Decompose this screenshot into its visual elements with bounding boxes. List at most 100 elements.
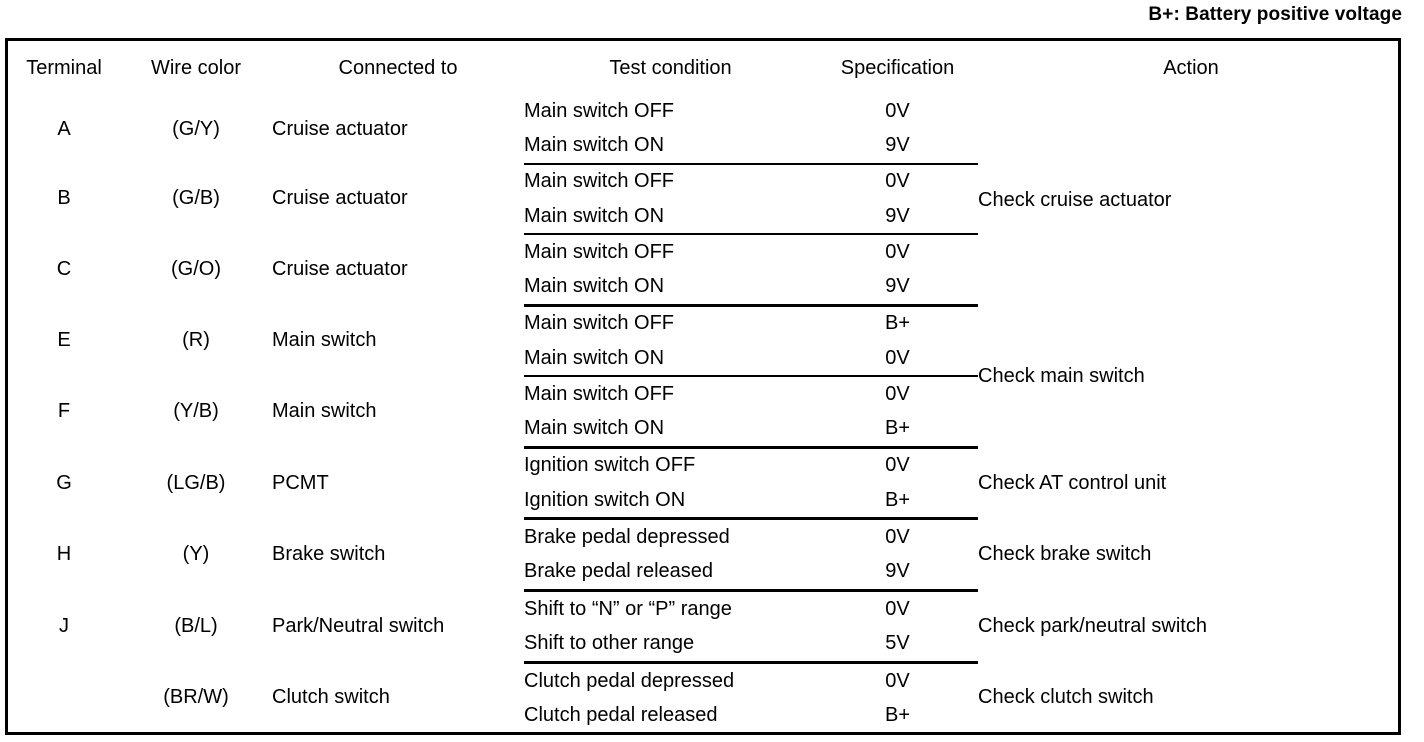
cell-specification: 9V bbox=[817, 198, 978, 236]
cell-action: Check park/neutral switch bbox=[978, 591, 1404, 663]
cell-wire-color: (Y) bbox=[120, 519, 272, 591]
connected-to-label: Cruise actuator bbox=[272, 187, 408, 210]
cell-action: Check main switch bbox=[978, 305, 1404, 447]
table-row: Shift to other range 5V bbox=[8, 626, 1404, 664]
cell-specification: 0V bbox=[817, 95, 978, 129]
specification-label: B+ bbox=[884, 416, 911, 439]
connected-to-label: Main switch bbox=[272, 400, 377, 423]
wire-color-label: (G/Y) bbox=[172, 117, 220, 140]
cell-connected-to: Main switch bbox=[272, 376, 524, 447]
cell-test-condition: Brake pedal released bbox=[524, 554, 817, 593]
specification-label: 0V bbox=[885, 526, 910, 549]
cell-connected-to: Main switch bbox=[272, 305, 524, 376]
table-header: Terminal Wire color Connected to Test co… bbox=[8, 41, 1404, 95]
test-condition-label: Main switch ON bbox=[524, 204, 665, 227]
table-row: Main switch ON B+ bbox=[8, 411, 1404, 449]
test-condition-label: Shift to other range bbox=[524, 632, 695, 655]
cell-wire-color: (LG/B) bbox=[120, 447, 272, 519]
table-row: Main switch ON 0V bbox=[8, 340, 1404, 378]
connected-to-label: Park/Neutral switch bbox=[272, 615, 445, 638]
cell-wire-color: (G/Y) bbox=[120, 95, 272, 164]
cell-specification: 0V bbox=[817, 447, 978, 483]
cell-test-condition: Brake pedal depressed bbox=[524, 519, 817, 555]
specification-label: 9V bbox=[885, 204, 910, 227]
header-row: Terminal Wire color Connected to Test co… bbox=[8, 41, 1404, 95]
test-condition-label: Ignition switch ON bbox=[524, 488, 686, 511]
cell-test-condition: Shift to “N” or “P” range bbox=[524, 591, 817, 627]
specification-label: 0V bbox=[885, 100, 910, 123]
terminal-label: F bbox=[57, 400, 71, 423]
cell-terminal: A bbox=[8, 95, 120, 164]
cell-specification: B+ bbox=[817, 411, 978, 449]
specification-label: 0V bbox=[885, 346, 910, 369]
cell-specification: 5V bbox=[817, 626, 978, 664]
column-header-connected-to: Connected to bbox=[338, 56, 458, 79]
wire-color-label: (R) bbox=[182, 329, 210, 352]
specification-label: B+ bbox=[884, 488, 911, 511]
cell-action: Check cruise actuator bbox=[978, 95, 1404, 305]
table-row: Clutch pedal released B+ bbox=[8, 698, 1404, 732]
terminal-test-table-container: Terminal Wire color Connected to Test co… bbox=[5, 38, 1401, 735]
cell-terminal: H bbox=[8, 519, 120, 591]
wire-color-label: (G/O) bbox=[171, 258, 221, 281]
wire-color-label: (G/B) bbox=[172, 187, 220, 210]
column-header-wire-color: Wire color bbox=[150, 56, 241, 79]
cell-connected-to: Clutch switch bbox=[272, 662, 524, 732]
specification-label: B+ bbox=[884, 312, 911, 335]
cell-specification: 0V bbox=[817, 662, 978, 698]
action-label: Check AT control unit bbox=[978, 471, 1167, 494]
action-label: Check cruise actuator bbox=[978, 188, 1172, 211]
cell-action: Check clutch switch bbox=[978, 662, 1404, 732]
cell-wire-color: (G/O) bbox=[120, 234, 272, 305]
specification-label: 9V bbox=[885, 134, 910, 157]
legend-note: B+: Battery positive voltage bbox=[1148, 4, 1402, 25]
cell-terminal: F bbox=[8, 376, 120, 447]
test-condition-label: Clutch pedal released bbox=[524, 703, 718, 726]
cell-test-condition: Main switch ON bbox=[524, 128, 817, 165]
cell-specification: 0V bbox=[817, 519, 978, 555]
cell-connected-to: Park/Neutral switch bbox=[272, 591, 524, 663]
specification-label: B+ bbox=[884, 703, 911, 726]
test-condition-label: Main switch OFF bbox=[524, 170, 675, 193]
test-condition-label: Main switch ON bbox=[524, 346, 665, 369]
cell-terminal: E bbox=[8, 305, 120, 376]
cell-specification: 0V bbox=[817, 164, 978, 199]
cell-terminal: J bbox=[8, 591, 120, 663]
cell-test-condition: Clutch pedal depressed bbox=[524, 662, 817, 698]
wire-color-label: (BR/W) bbox=[163, 685, 229, 708]
specification-label: 0V bbox=[885, 170, 910, 193]
cell-test-condition: Main switch OFF bbox=[524, 95, 817, 129]
test-condition-label: Clutch pedal depressed bbox=[524, 669, 735, 692]
connected-to-label: Cruise actuator bbox=[272, 117, 408, 140]
cell-connected-to: PCMT bbox=[272, 447, 524, 519]
test-condition-label: Main switch OFF bbox=[524, 312, 675, 335]
cell-connected-to: Cruise actuator bbox=[272, 234, 524, 305]
terminal-label: J bbox=[59, 615, 69, 638]
cell-wire-color: (B/L) bbox=[120, 591, 272, 663]
cell-action: Check AT control unit bbox=[978, 447, 1404, 519]
cell-connected-to: Brake switch bbox=[272, 519, 524, 591]
cell-test-condition: Main switch ON bbox=[524, 411, 817, 449]
test-condition-label: Main switch ON bbox=[524, 134, 665, 157]
terminal-label: H bbox=[56, 543, 72, 566]
terminal-label: A bbox=[57, 117, 71, 140]
cell-terminal: C bbox=[8, 234, 120, 305]
cell-test-condition: Main switch ON bbox=[524, 340, 817, 378]
cell-wire-color: (Y/B) bbox=[120, 376, 272, 447]
cell-test-condition: Main switch OFF bbox=[524, 234, 817, 269]
cell-terminal: G bbox=[8, 447, 120, 519]
cell-specification: 0V bbox=[817, 234, 978, 269]
column-header-action: Action bbox=[1163, 56, 1219, 79]
cell-specification: B+ bbox=[817, 698, 978, 732]
cell-wire-color: (G/B) bbox=[120, 164, 272, 234]
action-label: Check park/neutral switch bbox=[978, 615, 1207, 638]
cell-test-condition: Shift to other range bbox=[524, 626, 817, 664]
specification-label: 0V bbox=[885, 669, 910, 692]
